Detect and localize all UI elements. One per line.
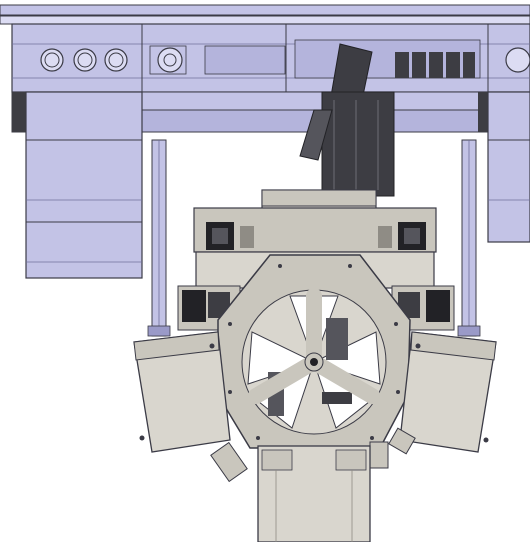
bracket <box>378 226 392 248</box>
top-rail-lip <box>0 15 530 25</box>
gripper-arm <box>299 43 395 197</box>
roller-icon <box>73 48 97 72</box>
motor-icon <box>426 290 450 322</box>
motor-icon <box>182 290 206 322</box>
roller-icon <box>157 47 183 73</box>
lower-right-bracket <box>369 441 389 469</box>
roller-icon <box>40 48 64 72</box>
lower-left-bracket <box>210 441 248 483</box>
rotor-spokes <box>248 288 380 404</box>
top-rail <box>0 4 530 16</box>
right-magazine <box>487 91 530 243</box>
beam-module <box>204 45 286 75</box>
lower-right-bracket-2 <box>388 427 416 455</box>
motor-icon <box>398 222 426 250</box>
roller-icon <box>104 48 128 72</box>
beam-module <box>149 45 187 75</box>
drive-cluster <box>395 52 475 78</box>
bracket <box>240 226 254 248</box>
top-housing-cap <box>261 189 377 207</box>
hub-bolt-icon <box>304 352 324 372</box>
end-cap-left <box>12 92 26 132</box>
left-wing-tray <box>133 331 231 453</box>
rotor-plate <box>217 254 411 449</box>
motor-icon <box>206 222 234 250</box>
left-column <box>147 139 171 337</box>
right-column <box>457 139 481 337</box>
roller-icon <box>505 47 530 73</box>
left-magazine <box>25 91 143 279</box>
bottom-chute <box>257 445 371 542</box>
upper-plate <box>193 207 437 253</box>
right-wing-tray <box>399 331 497 453</box>
bolt-holes <box>228 264 400 440</box>
